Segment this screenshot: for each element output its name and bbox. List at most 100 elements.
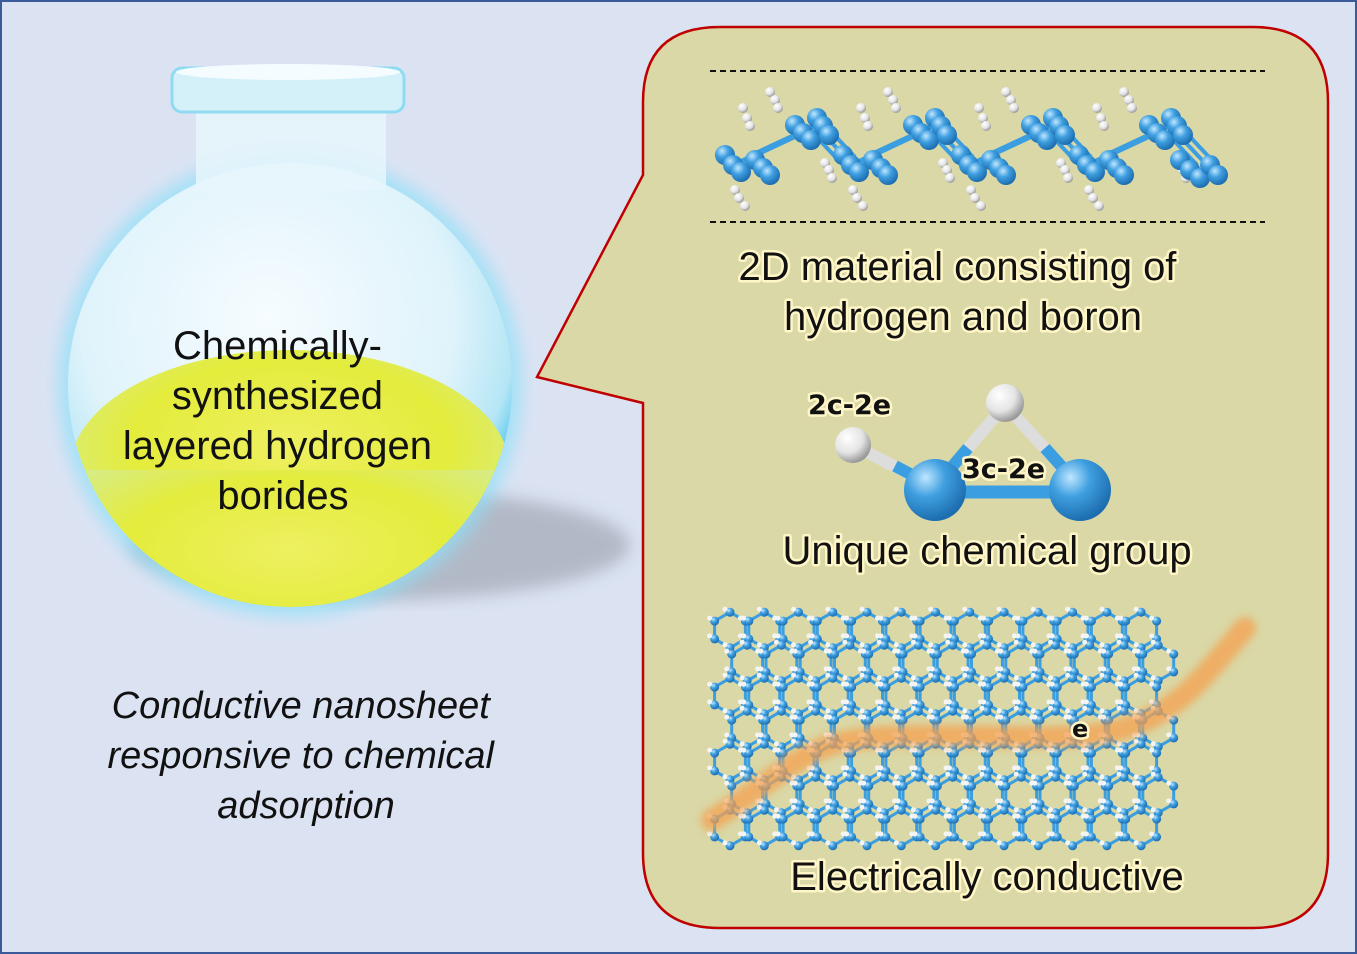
hydrogen-atom [827, 798, 832, 804]
hydrogen-atom [758, 666, 764, 672]
hydrogen-atom [1166, 780, 1172, 786]
hydrogen-atom [1083, 633, 1089, 639]
hydrogen-atom [1015, 747, 1021, 753]
boron-atom [1069, 715, 1079, 725]
hydrogen-atom [756, 642, 762, 648]
hydrogen-atom [946, 747, 952, 753]
boron-atom [811, 706, 821, 716]
hydrogen-atom [707, 831, 713, 837]
boron-atom [845, 706, 855, 716]
boron-atom [1086, 832, 1096, 842]
hydrogen-atom [929, 798, 935, 804]
boron-atom [830, 715, 839, 725]
hydrogen-atom [842, 705, 848, 711]
boron-atom [795, 781, 805, 791]
hydrogen-atom [861, 648, 867, 654]
boron-atom [760, 165, 780, 185]
boron-atom [761, 649, 771, 659]
boron-atom [828, 607, 838, 617]
hydrogen-atom [1082, 675, 1088, 681]
hydrogen-atom [1150, 639, 1156, 645]
hydrogen-atom [722, 672, 728, 678]
boron-atom [1055, 125, 1075, 145]
boron-atom [1102, 673, 1112, 683]
hydrogen-atom [1101, 714, 1107, 720]
boron-atom [725, 673, 735, 683]
hydrogen-atom [809, 633, 815, 639]
hydrogen-atom [979, 705, 985, 711]
hydrogen-atom [962, 708, 968, 714]
hydrogen-atom [842, 771, 848, 777]
boron-atom [996, 165, 1016, 185]
hydrogen-atom [1049, 813, 1055, 819]
layered-structure-model [715, 87, 1228, 211]
boron-atom [915, 682, 925, 692]
boron-atom [1016, 706, 1026, 716]
boron-atom [1018, 616, 1028, 626]
boron-atom [862, 805, 872, 815]
hydrogen-atom [859, 672, 865, 678]
hydrogen-atom [979, 639, 985, 645]
boron-atom [982, 772, 992, 782]
boron-atom [965, 673, 975, 683]
boron-atom [1155, 130, 1175, 150]
hydrogen-atom [825, 606, 831, 612]
hydrogen-atom [878, 681, 884, 687]
hydrogen-atom [893, 774, 899, 780]
boron-atom [778, 682, 788, 692]
boron-atom [795, 649, 805, 659]
boron-atom [1016, 772, 1026, 782]
hydrogen-atom [808, 771, 814, 777]
boron-atom [742, 640, 752, 650]
hydrogen-atom [1133, 774, 1139, 780]
boron-atom [727, 649, 737, 659]
hydrogen-atom [1083, 615, 1089, 621]
boron-atom [795, 715, 805, 725]
boron-atom [778, 616, 788, 626]
hydrogen-atom [1116, 771, 1122, 777]
hydrogen-atom [946, 699, 952, 705]
hydrogen-atom [946, 813, 952, 819]
hydrogen-atom [775, 747, 781, 753]
boron-atom [710, 766, 720, 776]
hydrogen-atom [1119, 87, 1129, 97]
boron-atom [794, 607, 803, 617]
boron-atom [949, 814, 959, 824]
hydrogen-atom [859, 708, 865, 714]
boron-atom [778, 832, 788, 842]
electron-path [701, 617, 1256, 831]
boron-atom [1085, 640, 1095, 650]
boron-atom [948, 706, 958, 716]
hydrogen-atom [928, 840, 934, 846]
hydrogen-atom [1094, 201, 1104, 211]
boron-atom [1119, 772, 1129, 782]
hydrogen-atom [912, 813, 918, 819]
hydrogen-atom [945, 675, 951, 681]
hydrogen-atom [1015, 831, 1021, 837]
hydrogen-atom [1048, 807, 1053, 813]
hydrogen-atom [1099, 121, 1109, 131]
hydrogen-atom [1101, 666, 1107, 672]
boron-atom [1121, 748, 1131, 758]
hydrogen-atom [1127, 103, 1137, 113]
hydrogen-atom [1049, 699, 1055, 705]
hydrogen-atom [981, 747, 987, 753]
hydrogen-atom [824, 165, 834, 175]
boron-atom [881, 616, 891, 626]
hydrogen-atom [1135, 648, 1141, 654]
boron-atom [862, 607, 872, 617]
hydrogen-atom [861, 714, 867, 720]
hydrogen-atom [998, 780, 1004, 786]
hydrogen-atom [1133, 642, 1139, 648]
boron-atom [794, 805, 803, 815]
hydrogen-atom [996, 672, 1002, 678]
hydrogen-atom [809, 831, 815, 837]
boron-atom [898, 649, 908, 659]
boron-atom [1069, 649, 1079, 659]
boron-atom [1173, 125, 1193, 145]
hydrogen-atom [878, 699, 884, 705]
hydrogen-atom [1083, 831, 1089, 837]
hydrogen-atom [1099, 708, 1105, 714]
hydrogen-atom [1066, 666, 1072, 672]
structure-description: 2D material consisting of hydrogen and b… [738, 245, 1187, 339]
